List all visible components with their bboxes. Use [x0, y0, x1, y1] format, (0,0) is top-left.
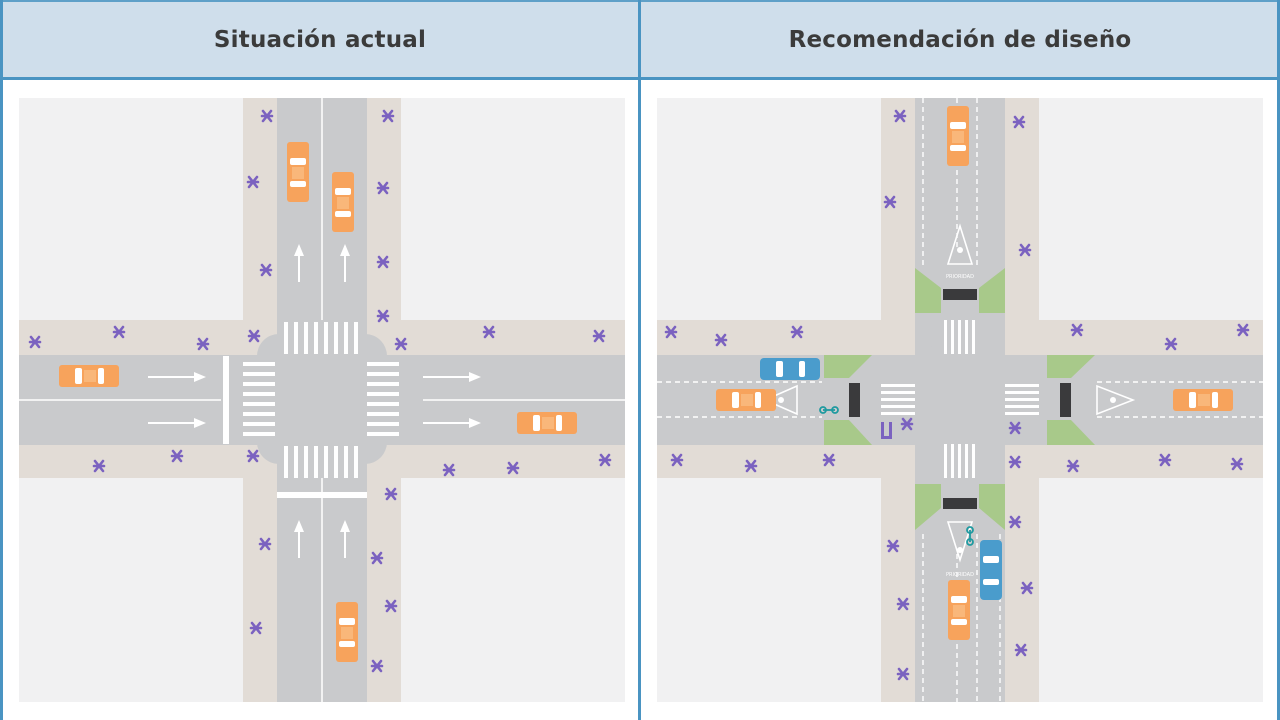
- left-border: [0, 0, 3, 720]
- priority-marking-north: PRIORIDAD: [946, 274, 974, 280]
- column-header-recommendation: Recomendación de diseño: [788, 26, 1132, 53]
- current-intersection-diagram: [19, 98, 625, 702]
- column-header-current: Situación actual: [213, 26, 427, 53]
- column-divider: [638, 0, 641, 720]
- right-border: [1277, 0, 1280, 720]
- priority-marking-south: PRIORIDAD: [946, 572, 974, 578]
- recommended-intersection-diagram: PRIORIDAD PRIORIDAD: [657, 98, 1263, 702]
